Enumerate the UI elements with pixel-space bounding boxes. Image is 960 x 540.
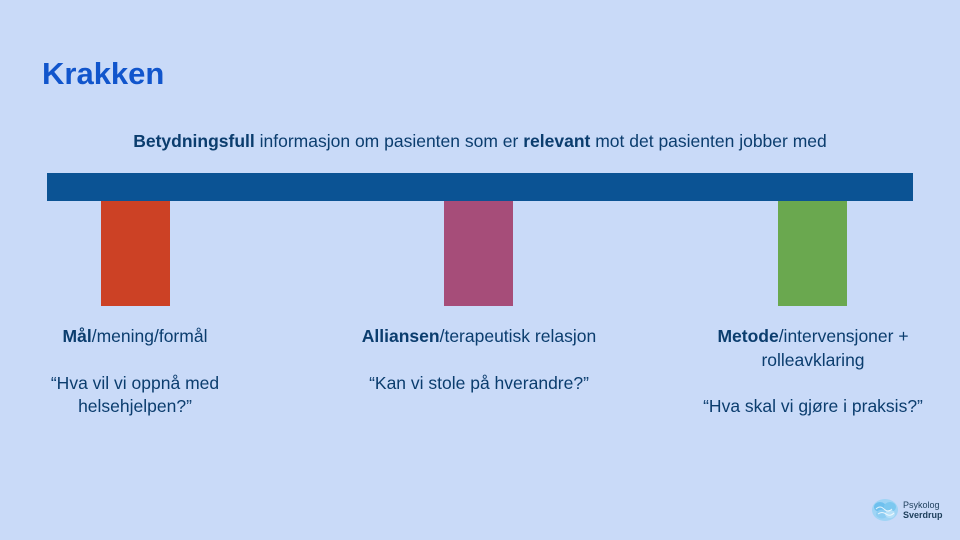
slide-title: Krakken xyxy=(42,56,165,91)
leg-heading-bold: Metode xyxy=(717,326,779,346)
leg-description-2: Alliansen/terapeutisk relasjon “Kan vi s… xyxy=(349,325,609,395)
subtitle-bold-2: relevant xyxy=(523,131,591,151)
slide-subtitle: Betydningsfull informasjon om pasienten … xyxy=(0,131,960,152)
leg-question-3: “Hva skal vi gjøre i praksis?” xyxy=(703,396,923,416)
leg-heading-2: Alliansen/terapeutisk relasjon xyxy=(349,325,609,349)
leg-heading-rest: /terapeutisk relasjon xyxy=(439,326,597,346)
logo-line-2: Sverdrup xyxy=(903,510,943,520)
stool-leg-3 xyxy=(778,201,847,306)
leg-heading-3: Metode/intervensjoner + rolleavklaring xyxy=(683,325,943,372)
logo-line-1: Psykolog xyxy=(903,500,940,510)
subtitle-text-2: mot det pasienten jobber med xyxy=(590,131,827,151)
leg-heading-bold: Mål xyxy=(62,326,92,346)
stool-seat xyxy=(47,173,913,201)
logo-text: Psykolog Sverdrup xyxy=(903,500,943,520)
leg-heading-rest: /intervensjoner + rolleavklaring xyxy=(761,326,909,370)
leg-heading-1: Mål/mening/formål xyxy=(5,325,265,349)
subtitle-text-1: informasjon om pasienten som er xyxy=(254,131,524,151)
leg-heading-bold: Alliansen xyxy=(361,326,440,346)
leg-description-1: Mål/mening/formål “Hva vil vi oppnå med … xyxy=(5,325,265,419)
leg-question-1: “Hva vil vi oppnå med helsehjelpen?” xyxy=(50,372,220,417)
leg-description-3: Metode/intervensjoner + rolleavklaring “… xyxy=(683,325,943,419)
brain-logo-icon xyxy=(872,499,898,521)
stool-leg-1 xyxy=(101,201,170,306)
leg-question-2: “Kan vi stole på hverandre?” xyxy=(369,372,589,393)
subtitle-bold-1: Betydningsfull xyxy=(133,131,255,151)
psykolog-sverdrup-logo: Psykolog Sverdrup xyxy=(870,497,943,523)
leg-heading-rest: /mening/formål xyxy=(91,326,208,346)
stool-leg-2 xyxy=(444,201,513,306)
